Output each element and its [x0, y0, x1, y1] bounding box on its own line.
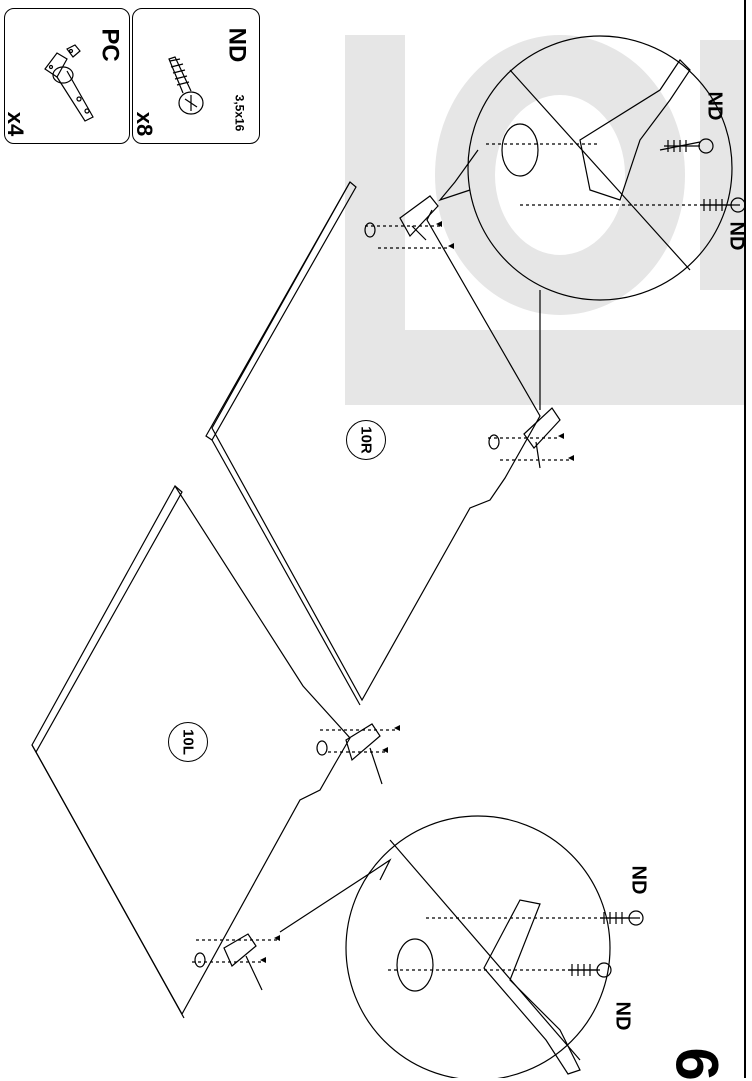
panel-label-10L: 10L: [168, 722, 208, 762]
callout-screw-bottom-upper: ND: [627, 865, 650, 895]
step-number: 6: [663, 1047, 731, 1081]
hinge-icon: [44, 44, 94, 122]
page-border-right: [744, 0, 746, 1078]
callout-screw-bottom-lower: ND: [611, 1001, 634, 1031]
screw-icon: [168, 56, 204, 115]
callout-screw-top-lower: ND: [725, 221, 748, 251]
panel-label-10R: 10R: [346, 420, 386, 460]
parts-box-hinge: PC x4: [3, 8, 130, 144]
parts-box-screw: ND 3,5x16 x8: [132, 8, 260, 144]
callout-screw-top-upper: ND: [703, 91, 726, 121]
